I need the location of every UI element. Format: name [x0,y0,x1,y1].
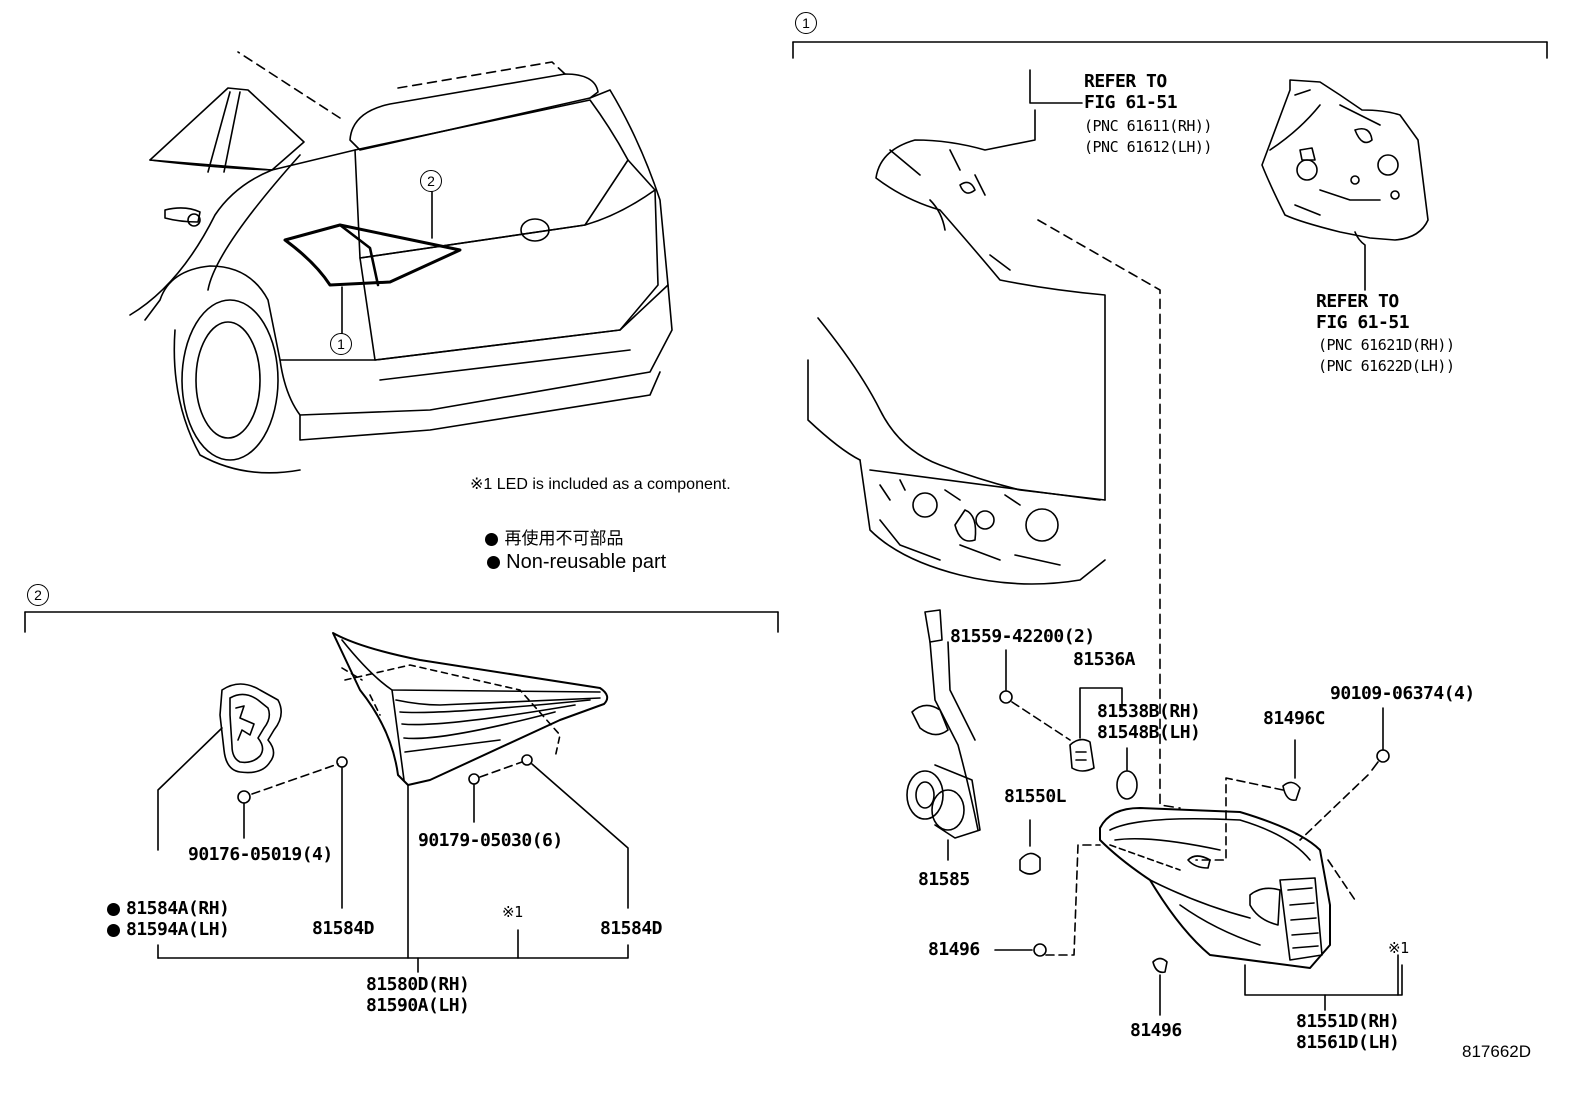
part-label-90179: 90179-05030(6) [418,830,563,851]
callout-1-vehicle: 1 [330,333,352,355]
gasket-drawing [157,683,282,851]
refer-upper-pnc-lh: (PNC 61612(LH)) [1084,138,1212,156]
non-reusable-note-en: Non-reusable part [476,528,666,574]
callout-2-section: 2 [27,584,49,606]
bullet-icon [485,533,499,547]
part-label-81536A: 81536A [1073,649,1136,670]
inner-panel-drawing [1261,79,1429,291]
part-label-81551D: 81551D(RH) [1296,1011,1400,1032]
note-mark-section1: ※1 [1388,939,1409,957]
part-label-81584D-left: 81584D [312,918,375,939]
vehicle-rear-view [129,51,673,474]
bullet-icon [107,923,120,937]
refer-right-pnc-lh: (PNC 61622D(LH)) [1318,357,1455,375]
section-1-leaders [906,219,1403,1016]
bullet-icon [107,902,120,916]
callout-1-section: 1 [795,12,817,34]
refer-upper-pnc-rh: (PNC 61611(RH)) [1084,117,1212,135]
refer-right-line1: REFER TO [1316,291,1399,312]
part-label-90109: 90109-06374(4) [1330,683,1475,704]
section-1-bracket [792,41,1548,59]
part-label-81590A: 81590A(LH) [366,995,470,1016]
non-reusable-en-text: Non-reusable part [506,551,667,573]
led-note: ※1 LED is included as a component. [470,476,731,493]
note-mark-section2: ※1 [502,903,523,921]
non-reusable-jp-text: 再使用不可部品 [504,529,624,549]
part-label-81584D-right: 81584D [600,918,663,939]
part-label-81496-bottom: 81496 [1130,1020,1182,1041]
part-label-81585: 81585 [918,869,970,890]
non-reusable-note-jp: 再使用不可部品 [476,504,623,549]
part-number: 81584A(RH) [126,898,230,919]
outer-lamp-drawing [1099,807,1331,969]
refer-right-pnc-rh: (PNC 61621D(RH)) [1318,336,1455,354]
part-label-81550L: 81550L [1004,786,1067,807]
part-label-81538B: 81538B(RH) [1097,701,1201,722]
part-label-81548B: 81548B(LH) [1097,722,1201,743]
refer-upper-line1: REFER TO [1084,71,1167,92]
part-label-81496C: 81496C [1263,708,1326,729]
bullet-icon [487,556,501,570]
refer-upper-line2: FIG 61-51 [1084,92,1178,113]
part-label-81496-left: 81496 [928,939,980,960]
part-label-81580D: 81580D(RH) [366,974,470,995]
refer-right-line2: FIG 61-51 [1316,312,1410,333]
section-2-bracket [24,611,779,633]
part-label-81584A: 81584A(RH) [107,898,230,919]
part-label-81594A: 81594A(LH) [107,919,230,940]
figure-id: 817662D [1462,1042,1532,1061]
part-label-90176: 90176-05019(4) [188,844,333,865]
section-2-clips [157,754,629,973]
part-label-81559: 81559-42200(2) [950,626,1095,647]
callout-2-vehicle: 2 [420,170,442,192]
part-label-81561D: 81561D(LH) [1296,1032,1400,1053]
quarter-panel-drawing [807,69,1106,585]
inner-lamp-drawing [332,632,609,959]
part-number: 81594A(LH) [126,919,230,940]
